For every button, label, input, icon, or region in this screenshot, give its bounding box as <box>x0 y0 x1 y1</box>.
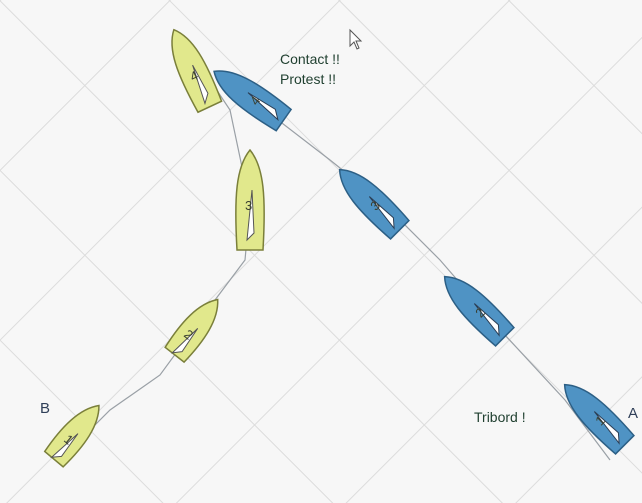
yellow-boat-track <box>59 79 251 461</box>
blue-boat-2: 2 <box>443 275 515 347</box>
yellow-boat-3-number: 3 <box>245 198 252 213</box>
mouse-cursor-icon <box>349 28 363 50</box>
yellow-boat-3: 3 <box>235 148 265 251</box>
blue-boat-1: 1 <box>563 383 635 455</box>
position-b-label: B <box>40 400 50 417</box>
blue-boat-3: 3 <box>338 168 410 240</box>
yellow-boat-1: 1 <box>43 404 100 468</box>
protest-annotation: Protest !! <box>280 71 336 87</box>
blue-boat-4: 4 <box>213 70 293 132</box>
tribord-annotation: Tribord ! <box>474 409 526 425</box>
contact-annotation: Contact !! <box>280 51 340 67</box>
yellow-boat-4: 4 <box>171 28 223 114</box>
yellow-boat-2: 2 <box>164 298 219 364</box>
position-a-label: A <box>628 405 638 422</box>
